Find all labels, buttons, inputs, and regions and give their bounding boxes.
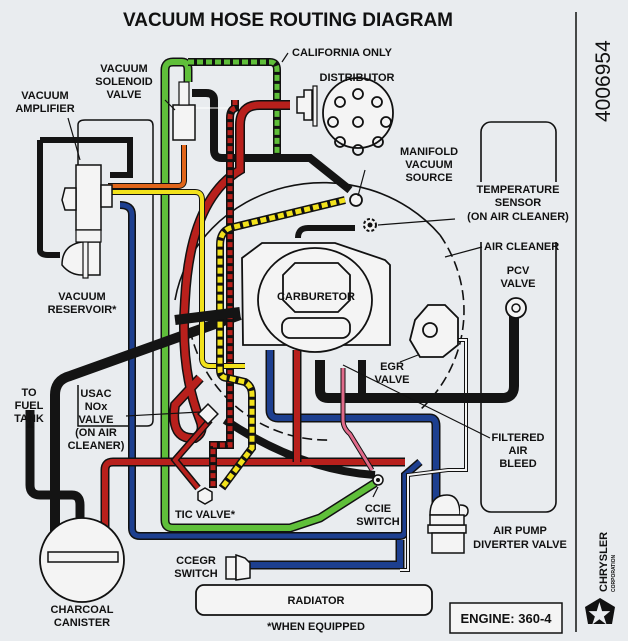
svg-text:DIVERTER VALVE: DIVERTER VALVE: [473, 539, 567, 551]
svg-text:SWITCH: SWITCH: [174, 568, 217, 580]
vacuum-reservoir-label: VACUUM RESERVOIR*: [48, 291, 118, 316]
chrysler-logo: CHRYSLER CORPORATION: [585, 532, 617, 625]
vacuum-reservoir: [61, 229, 102, 279]
ccegr-switch: [225, 553, 251, 581]
engine-label: ENGINE: 360-4: [460, 611, 552, 626]
svg-text:SOLENOID: SOLENOID: [95, 76, 153, 88]
black-hose-canister: [50, 310, 242, 550]
vacuum-amplifier-label: VACUUM AMPLIFIER: [15, 90, 74, 115]
ccie-switch: [372, 474, 384, 486]
chrysler-brand-sub: CORPORATION: [611, 554, 617, 592]
vacuum-amplifier: [61, 164, 113, 231]
carburetor-label: CARBURETOR: [277, 291, 355, 303]
svg-text:VACUUM: VACUUM: [100, 63, 147, 75]
svg-text:(ON AIR CLEANER): (ON AIR CLEANER): [467, 211, 569, 223]
svg-text:SENSOR: SENSOR: [495, 197, 542, 209]
chrysler-brand-name: CHRYSLER: [598, 532, 610, 592]
manifold-vacuum-source-fitting: [349, 193, 363, 207]
diagram-title: VACUUM HOSE ROUTING DIAGRAM: [123, 10, 453, 31]
vacuum-solenoid-valve-label: VACUUM SOLENOID VALVE: [95, 63, 153, 101]
svg-text:VALVE: VALVE: [374, 374, 409, 386]
filtered-air-bleed-label: FILTERED AIR BLEED: [492, 432, 545, 470]
radiator-label: RADIATOR: [287, 595, 344, 607]
svg-text:TEMPERATURE: TEMPERATURE: [477, 184, 560, 196]
tic-valve: [197, 487, 213, 505]
charcoal-canister-label: CHARCOAL CANISTER: [51, 604, 114, 629]
when-equipped-footnote: *WHEN EQUIPPED: [267, 621, 365, 633]
leader-lines: [67, 52, 491, 498]
svg-text:MANIFOLD: MANIFOLD: [400, 146, 458, 158]
california-only-label: CALIFORNIA ONLY: [292, 47, 393, 59]
ccegr-switch-label: CCEGR SWITCH: [174, 555, 217, 580]
air-cleaner-label: AIR CLEANER: [484, 241, 559, 253]
black-hose-manifold: [192, 89, 353, 194]
svg-text:CHARCOAL: CHARCOAL: [51, 604, 114, 616]
egr-valve-label: EGR VALVE: [374, 361, 409, 386]
svg-text:SWITCH: SWITCH: [356, 516, 399, 528]
svg-text:CCIE: CCIE: [365, 503, 391, 515]
distributor-label: DISTRIBUTOR: [320, 72, 395, 84]
svg-text:VACUUM: VACUUM: [58, 291, 105, 303]
air-pump-diverter-valve: [427, 494, 469, 554]
svg-text:RESERVOIR*: RESERVOIR*: [48, 304, 118, 316]
svg-text:FUEL: FUEL: [15, 400, 44, 412]
svg-text:VALVE: VALVE: [106, 89, 141, 101]
svg-text:AIR PUMP: AIR PUMP: [493, 525, 547, 537]
svg-text:CLEANER): CLEANER): [68, 440, 125, 452]
engine-box: [449, 602, 563, 634]
svg-text:PCV: PCV: [507, 265, 530, 277]
to-fuel-tank-label: TO FUEL TANK: [14, 387, 44, 425]
to-fuel-tank-arrow: [26, 410, 34, 428]
charcoal-canister: [39, 517, 125, 603]
part-number: 4006954: [592, 40, 615, 122]
svg-text:SOURCE: SOURCE: [405, 172, 452, 184]
svg-text:VACUUM: VACUUM: [405, 159, 452, 171]
temperature-sensor: [363, 218, 377, 232]
svg-text:TANK: TANK: [14, 413, 44, 425]
svg-text:VALVE: VALVE: [78, 414, 113, 426]
ccie-switch-label: CCIE SWITCH: [356, 503, 399, 528]
vacuum-solenoid-valve: [172, 81, 196, 141]
svg-text:(ON AIR: (ON AIR: [75, 427, 117, 439]
tic-valve-label: TIC VALVE*: [175, 509, 236, 521]
radiator: RADIATOR: [195, 584, 433, 616]
svg-text:NOx: NOx: [85, 401, 109, 413]
egr-valve: [409, 304, 459, 358]
usac-nox-valve-label: USAC NOx VALVE (ON AIR CLEANER): [68, 388, 125, 452]
svg-text:BLEED: BLEED: [499, 458, 536, 470]
distributor: [296, 77, 394, 156]
svg-text:CCEGR: CCEGR: [176, 555, 216, 567]
svg-text:CANISTER: CANISTER: [54, 617, 110, 629]
manifold-vacuum-source-label: MANIFOLD VACUUM SOURCE: [400, 146, 458, 184]
air-pump-diverter-valve-label: AIR PUMP DIVERTER VALVE: [473, 525, 567, 551]
svg-text:FILTERED: FILTERED: [492, 432, 545, 444]
svg-text:USAC: USAC: [80, 388, 111, 400]
orange-hose: [108, 145, 187, 189]
black-hose-pcv: [315, 312, 519, 403]
svg-text:VALVE: VALVE: [500, 278, 535, 290]
pcv-valve-label: PCV VALVE: [500, 265, 535, 290]
usac-nox-valve: [197, 403, 219, 425]
pcv-valve: [505, 297, 527, 319]
svg-text:AIR: AIR: [509, 445, 528, 457]
carburetor: CARBURETOR: [241, 242, 391, 353]
temperature-sensor-label: TEMPERATURE SENSOR (ON AIR CLEANER): [467, 184, 569, 223]
air-pump-housing-outline: [480, 121, 557, 513]
svg-text:EGR: EGR: [380, 361, 404, 373]
svg-text:AMPLIFIER: AMPLIFIER: [15, 103, 74, 115]
svg-text:VACUUM: VACUUM: [21, 90, 68, 102]
svg-text:TO: TO: [21, 387, 37, 399]
